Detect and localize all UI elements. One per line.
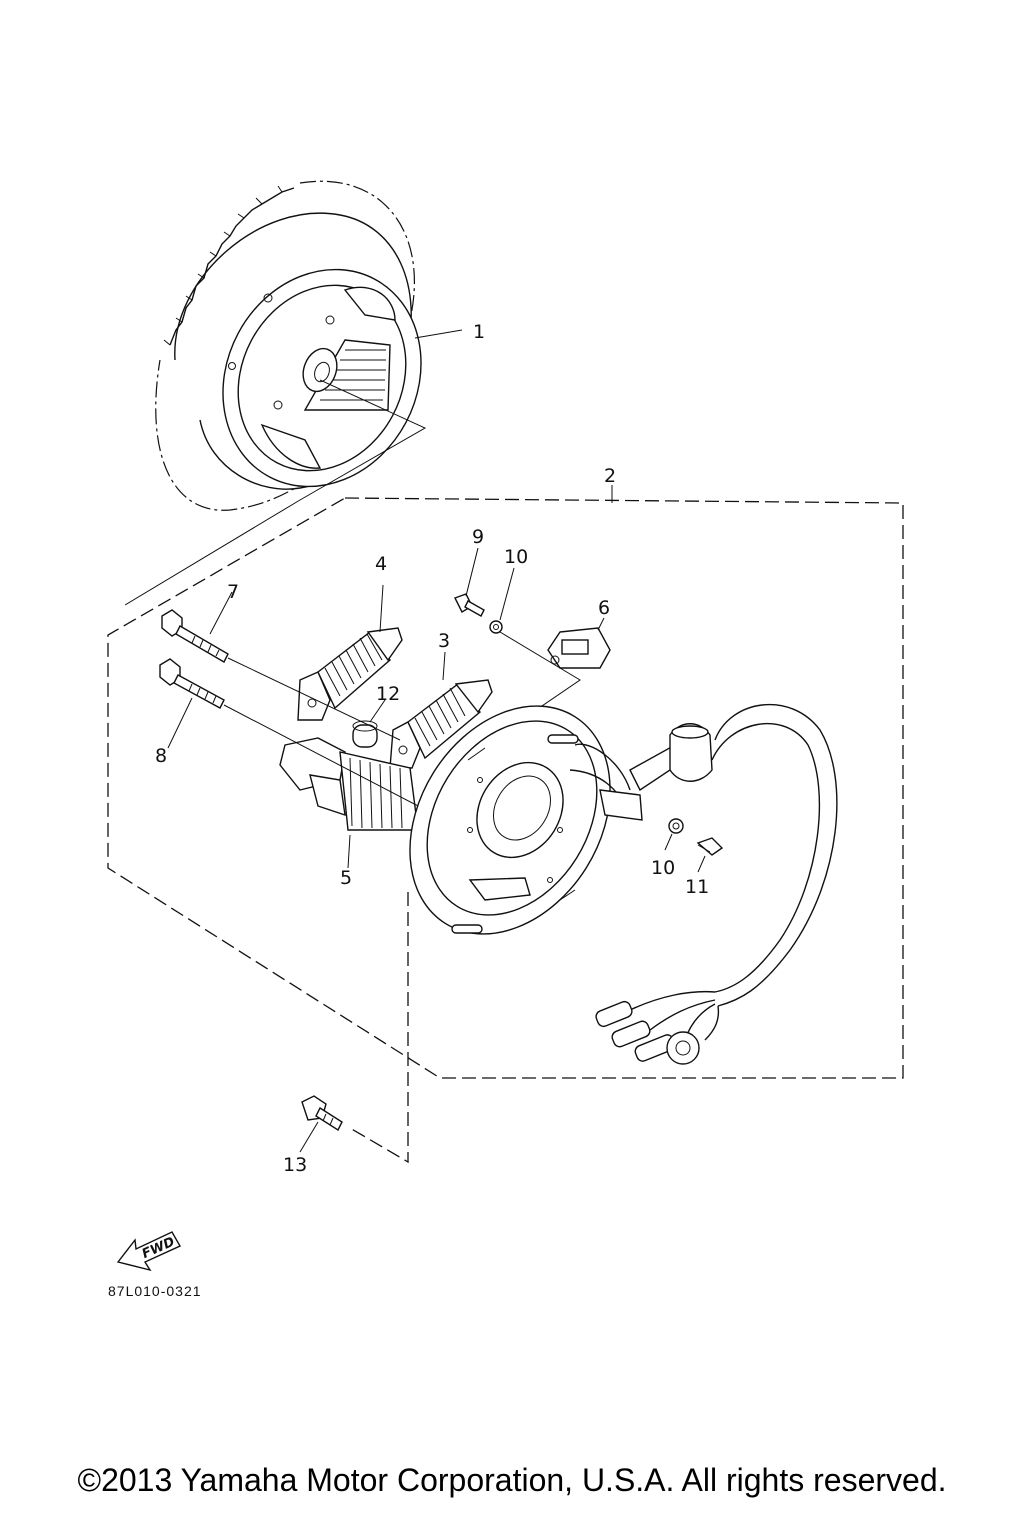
copyright-notice: ©2013 Yamaha Motor Corporation, U.S.A. A…: [77, 1462, 947, 1498]
forward-arrow-icon: FWD: [116, 1231, 181, 1272]
callout-7: 7: [227, 581, 239, 603]
callout-13: 13: [283, 1154, 307, 1176]
callout-11: 11: [685, 876, 709, 898]
callout-5: 5: [340, 867, 352, 889]
washer-part-10-lower: [664, 818, 684, 851]
assembly-axis-line: [124, 379, 427, 606]
callout-10-upper: 10: [504, 546, 528, 568]
stator-base-plate: [409, 705, 611, 935]
callout-10-lower: 10: [651, 857, 675, 879]
callout-8: 8: [155, 745, 167, 767]
stator-kit-boundary: [107, 497, 904, 1079]
screw-part-13: [299, 1095, 343, 1153]
callout-6: 6: [598, 597, 610, 619]
bolt-part-8: [159, 658, 225, 749]
spacer-part-12: [352, 699, 386, 748]
coil-part-3: [389, 651, 493, 769]
drawing-code: 87L010-0321: [108, 1283, 202, 1299]
wire-harness: [569, 703, 838, 1065]
bolt-part-7: [161, 591, 233, 663]
screw-part-9: [454, 547, 485, 617]
callout-12: 12: [376, 683, 400, 705]
flywheel-rotor: [155, 180, 463, 511]
callout-3: 3: [438, 630, 450, 652]
callout-4: 4: [375, 553, 387, 575]
cord-clamp-part-6: [547, 617, 611, 669]
coil-part-4: [297, 584, 403, 721]
callout-2: 2: [604, 465, 616, 487]
callout-1: 1: [473, 321, 485, 343]
screw-13-alignment-line: [349, 892, 409, 1164]
screw-part-11: [696, 837, 724, 873]
pulser-coil-part-5: [279, 737, 419, 869]
washer-part-10-upper: [489, 567, 515, 634]
callout-9: 9: [472, 526, 484, 548]
